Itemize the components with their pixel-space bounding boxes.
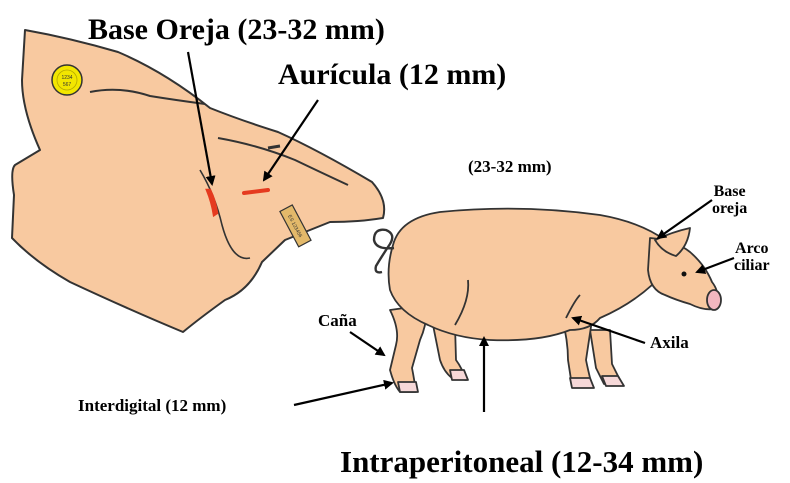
label-arco-ciliar-line1: Arco: [734, 240, 770, 257]
label-base-oreja-pig: Base oreja: [712, 183, 747, 217]
arrow-cana: [350, 332, 384, 355]
label-interdigital: Interdigital (12 mm): [78, 397, 226, 414]
label-base-oreja-pig-line2: oreja: [712, 200, 747, 217]
label-cana: Caña: [318, 312, 357, 329]
label-arco-ciliar: Arco ciliar: [734, 240, 770, 274]
label-intraperitoneal: Intraperitoneal (12-34 mm): [340, 446, 703, 477]
round-tag-text-2: 567: [63, 82, 72, 88]
pig-hoof-hind-far: [450, 370, 468, 380]
label-auricula: Aurícula (12 mm): [278, 60, 506, 90]
label-base-oreja-pig-line1: Base: [712, 183, 747, 200]
round-ear-tag: 1234 567: [52, 65, 82, 95]
pig-snout: [707, 290, 721, 310]
pig-hoof-front-far: [602, 376, 624, 386]
pig-hoof-hind-near: [398, 382, 418, 392]
arrow-interdigital: [294, 383, 392, 405]
pig-hoof-front-near: [570, 378, 594, 388]
pig-eye: [682, 272, 687, 277]
pig-body: [389, 209, 667, 341]
label-pig-range: (23-32 mm): [468, 158, 552, 175]
label-axila: Axila: [650, 334, 689, 351]
ear-crease-small: [268, 146, 280, 148]
pig-illustration: [374, 209, 721, 392]
label-base-oreja-ear: Base Oreja (23-32 mm): [88, 15, 385, 45]
round-tag-text-1: 1234: [61, 75, 72, 81]
label-arco-ciliar-line2: ciliar: [734, 257, 770, 274]
